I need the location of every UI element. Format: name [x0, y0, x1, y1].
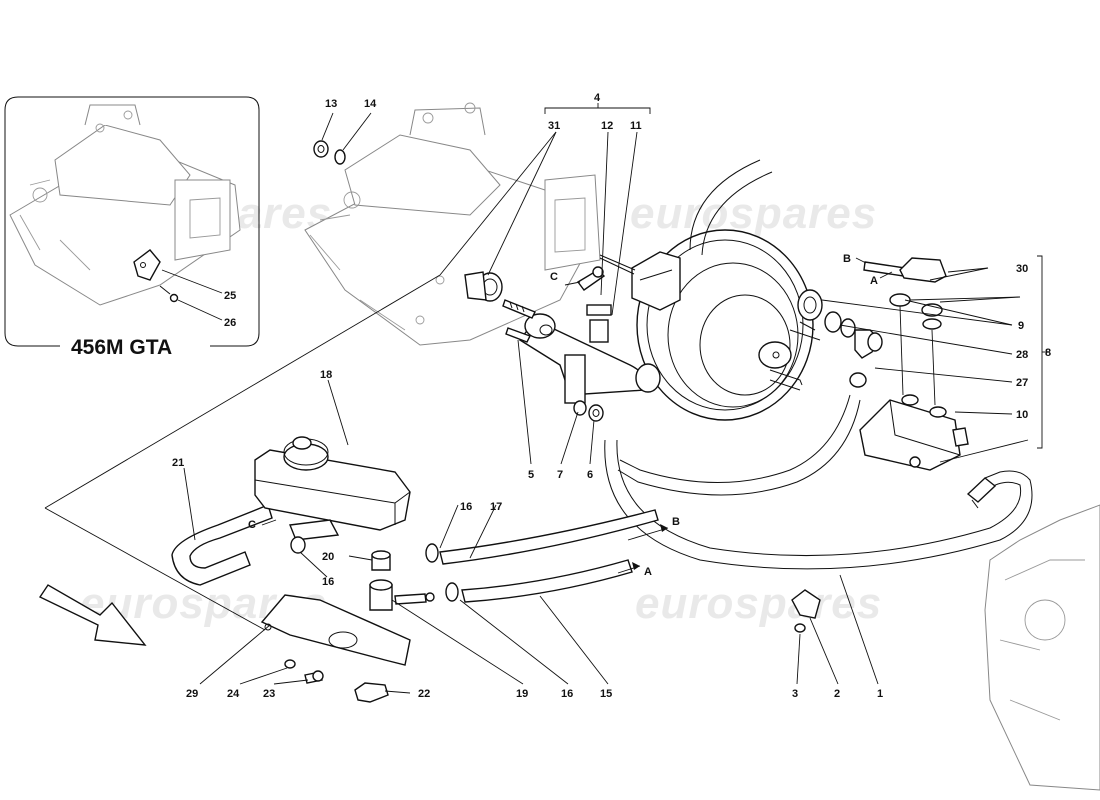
label-part-12: 12	[601, 120, 613, 132]
hose-lines	[171, 159, 1033, 603]
master-cylinder	[502, 299, 661, 404]
label-part-5: 5	[528, 469, 534, 481]
inset-gearbox-drawing	[9, 104, 241, 306]
label-part-21: 21	[172, 457, 184, 469]
label-part-16-top: 16	[460, 501, 472, 513]
hose-clamps	[290, 536, 459, 602]
pipe-clip	[791, 589, 821, 633]
inset-frame	[4, 96, 260, 347]
letter-b-fitting: B	[843, 253, 851, 265]
reservoir-bracket	[260, 594, 411, 666]
union-28	[824, 311, 883, 388]
label-part-29: 29	[186, 688, 198, 700]
label-part-11: 11	[630, 120, 642, 132]
letter-c-reservoir: C	[248, 519, 256, 531]
label-part-17: 17	[490, 501, 502, 513]
label-part-4: 4	[594, 92, 601, 104]
fittings-30	[863, 257, 947, 406]
gearbox-housing	[304, 102, 601, 346]
label-part-23: 23	[263, 688, 275, 700]
letter-a-fitting: A	[870, 275, 878, 287]
label-part-13: 13	[325, 98, 337, 110]
part-number-labels: 1 2 3 4 5 6 7 8 9 10 11 12 13 14 15 16 1…	[172, 92, 1051, 700]
rubber-boot	[464, 271, 503, 302]
leader-gearbox-to-bracket	[44, 274, 441, 509]
wheel-hub-outline	[984, 504, 1100, 791]
label-part-9: 9	[1018, 320, 1024, 332]
inset-cover-plate	[133, 249, 161, 281]
inset-panel: 456M GTA	[4, 96, 260, 359]
label-part-2: 2	[834, 688, 840, 700]
watermark-bottom-right: eurospares	[635, 579, 882, 628]
label-part-16-left: 16	[322, 576, 334, 588]
label-part-3: 3	[792, 688, 798, 700]
label-part-19: 19	[516, 688, 528, 700]
connection-letters: A B C A B C	[248, 253, 878, 578]
hydraulic-valve-block	[859, 394, 969, 471]
label-part-31: 31	[548, 120, 560, 132]
label-part-18: 18	[320, 369, 332, 381]
label-part-15: 15	[600, 688, 612, 700]
hose-clip	[354, 682, 389, 703]
fluid-reservoir	[254, 436, 411, 541]
label-part-6: 6	[587, 469, 593, 481]
label-part-26: 26	[224, 317, 236, 329]
pipe-end-fitting	[966, 477, 997, 509]
label-part-24: 24	[227, 688, 240, 700]
rubber-mounts	[369, 550, 435, 611]
small-washers	[573, 400, 604, 422]
inset-model-label: 456M GTA	[71, 336, 172, 359]
label-part-16-bottom: 16	[561, 688, 573, 700]
leader-gearbox-to-bracket-lower	[44, 507, 266, 631]
front-direction-arrow	[38, 584, 147, 646]
label-part-22: 22	[418, 688, 430, 700]
label-part-28: 28	[1016, 349, 1028, 361]
label-leaders	[183, 103, 1047, 694]
inset-bolt	[159, 285, 179, 303]
label-part-10: 10	[1016, 409, 1028, 421]
label-part-20: 20	[322, 551, 334, 563]
letter-c-fitting: C	[550, 271, 558, 283]
letter-a-hose: A	[644, 566, 652, 578]
flow-arrows	[261, 257, 893, 574]
label-part-27: 27	[1016, 377, 1028, 389]
watermark-top-right: eurospares	[630, 189, 877, 238]
label-part-7: 7	[557, 469, 563, 481]
bracket-bolt	[284, 659, 324, 684]
nut-and-washer	[313, 140, 346, 165]
label-part-8: 8	[1045, 347, 1051, 359]
label-part-25: 25	[224, 290, 236, 302]
label-part-1: 1	[877, 688, 883, 700]
label-part-14: 14	[364, 98, 377, 110]
fitting-c	[576, 266, 606, 291]
brake-servo	[599, 229, 823, 421]
label-part-30: 30	[1016, 263, 1028, 275]
letter-b-hose: B	[672, 516, 680, 528]
